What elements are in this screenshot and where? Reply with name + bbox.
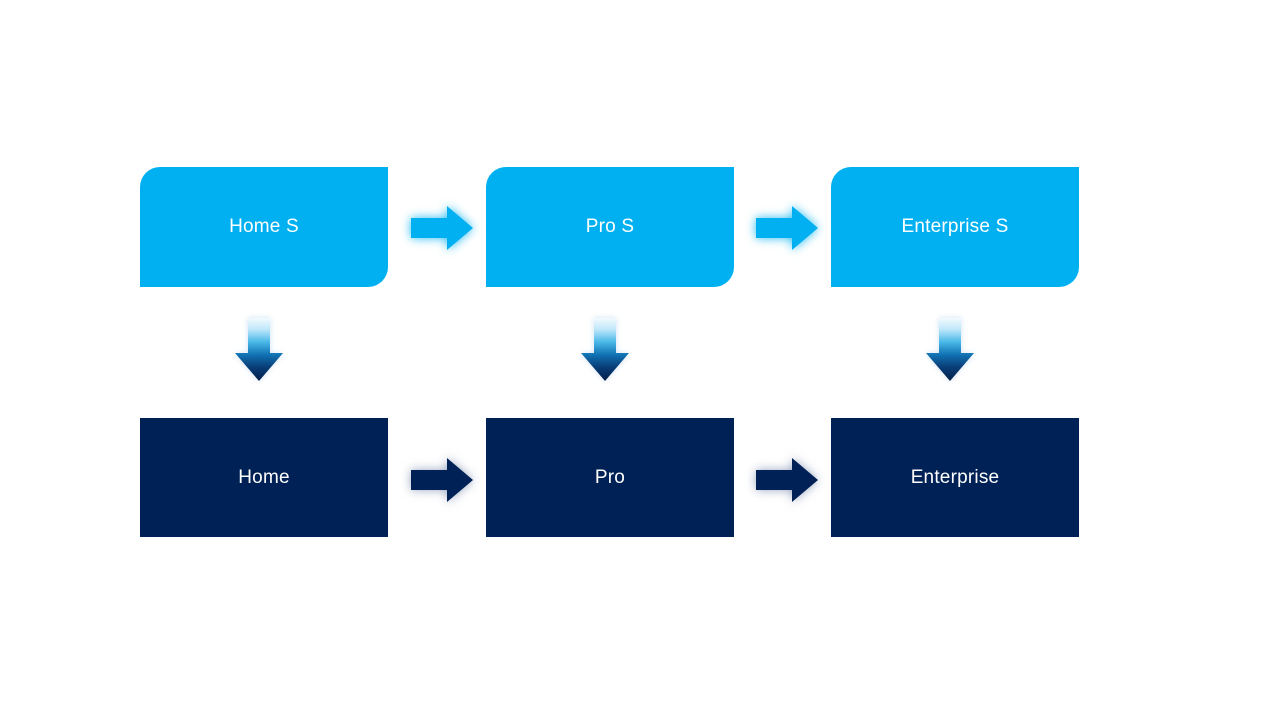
node-home-s[interactable]: Home S — [140, 167, 388, 287]
node-pro-s[interactable]: Pro S — [486, 167, 734, 287]
node-pro[interactable]: Pro — [486, 418, 734, 537]
down-arrow-icon — [581, 318, 629, 381]
node-label: Pro S — [585, 216, 635, 237]
node-label: Enterprise S — [901, 216, 1009, 237]
node-label: Home S — [229, 216, 299, 237]
node-home[interactable]: Home — [140, 418, 388, 537]
right-arrow-icon — [411, 206, 473, 250]
node-label: Home — [238, 466, 290, 488]
node-enterprise-s[interactable]: Enterprise S — [831, 167, 1079, 287]
node-enterprise[interactable]: Enterprise — [831, 418, 1079, 537]
right-arrow-icon — [756, 458, 818, 502]
down-arrow-icon — [235, 318, 283, 381]
node-label: Enterprise — [910, 466, 1000, 488]
right-arrow-icon — [756, 206, 818, 250]
right-arrow-icon — [411, 458, 473, 502]
down-arrow-icon — [926, 318, 974, 381]
node-label: Pro — [594, 466, 626, 488]
